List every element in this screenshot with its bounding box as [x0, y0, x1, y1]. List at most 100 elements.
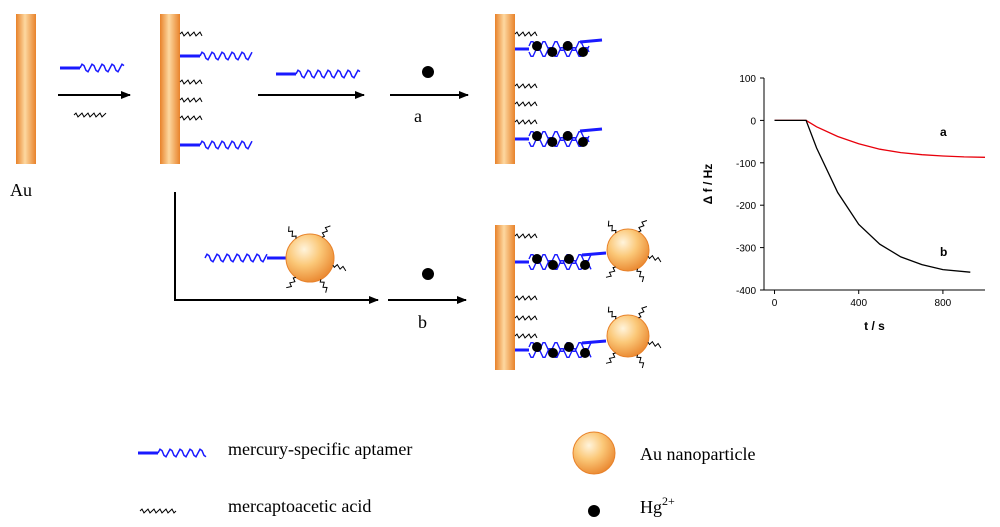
legend-mercury-ion-label: Hg2+	[640, 494, 675, 517]
mercaptoacetic-linker	[514, 315, 538, 321]
hg-aptamer-complex	[515, 342, 592, 358]
gold-nanoparticle	[606, 228, 650, 272]
x-axis-label: t / s	[864, 319, 885, 333]
mercury-ion-dot	[547, 137, 558, 147]
aptamer-strand	[79, 63, 125, 73]
reagent-aptamer-step1	[60, 63, 125, 73]
mercury-ion-dot	[580, 260, 590, 270]
reagent-aptamer-step2	[276, 69, 361, 79]
aptamer-strand	[157, 448, 207, 458]
mercaptoacetic-linker	[605, 266, 616, 278]
legend-mercury-ion-symbol	[588, 505, 600, 517]
mercury-ion-dot-a	[422, 66, 434, 78]
hg-aptamer-complex	[515, 41, 590, 57]
gold-electrode-path-b	[495, 225, 515, 370]
mercury-ion-dot	[562, 41, 573, 51]
legend-linker-shape	[139, 508, 177, 514]
mercury-ion-dot	[564, 254, 574, 264]
aptamer-stub	[579, 38, 603, 44]
gold-electrode-modified	[160, 14, 180, 164]
mercury-ion-dot	[547, 47, 558, 57]
mercaptoacetic-linker	[179, 115, 203, 121]
mercaptoacetic-linker	[607, 306, 617, 320]
electrode-label: Au	[10, 180, 32, 200]
mercaptoacetic-linker	[286, 276, 296, 289]
mercaptoacetic-linker	[514, 119, 538, 125]
mercury-ion-dot	[564, 342, 574, 352]
series-label-a: a	[940, 125, 947, 139]
mercaptoacetic-linker	[319, 279, 328, 293]
reagent-linker-step1	[73, 112, 107, 118]
mercury-ion-dot	[532, 254, 542, 264]
mercaptoacetic-linker	[332, 263, 347, 272]
mercury-ion-dot	[578, 47, 588, 57]
series-line-a	[774, 119, 986, 158]
mercaptoacetic-linker	[607, 220, 617, 234]
aptamer-stub	[581, 339, 607, 345]
aptamer-strand	[204, 253, 268, 263]
y-tick-label: -300	[736, 244, 756, 255]
x-tick-label: 400	[850, 298, 867, 309]
legend-nanoparticle-symbol	[572, 431, 616, 475]
mercaptoacetic-linker	[288, 226, 297, 239]
surface-aptamer	[180, 140, 253, 150]
gold-electrode-bare	[16, 14, 36, 164]
y-tick-label: -100	[736, 159, 756, 170]
mercaptoacetic-linker	[636, 268, 645, 283]
x-tick-label: 0	[772, 298, 778, 309]
mercaptoacetic-linker	[321, 225, 331, 238]
mercaptoacetic-linker	[647, 340, 662, 349]
series-label-b: b	[940, 245, 947, 259]
mercury-ion-dot-b	[422, 268, 434, 280]
step-b-label: b	[418, 312, 427, 332]
legend-nanoparticle-label: Au nanoparticle	[640, 444, 755, 464]
y-axis-label: Δ f / Hz	[701, 164, 715, 205]
mercury-ion-dot	[562, 131, 573, 141]
mercaptoacetic-linker	[514, 101, 538, 107]
bound-nanoparticle	[605, 220, 662, 283]
mercury-ion-dot	[532, 342, 542, 352]
aptamer-strand	[295, 69, 361, 79]
mercury-ion-dot	[548, 348, 558, 358]
step-a-label: a	[414, 106, 422, 126]
legend-aptamer-label: mercury-specific aptamer	[228, 439, 412, 459]
mercaptoacetic-linker	[514, 233, 538, 239]
legend-aptamer-shape	[138, 448, 207, 458]
mercury-ion-dot	[578, 137, 588, 147]
y-tick-label: -200	[736, 201, 756, 212]
mercaptoacetic-linker	[638, 306, 648, 319]
mercaptoacetic-linker	[514, 295, 538, 301]
aptamer-stub	[581, 251, 607, 257]
aptamer-strand	[199, 140, 253, 150]
scheme-molecules	[60, 31, 662, 369]
legend-mercaptoacetic-label: mercaptoacetic acid	[228, 496, 371, 516]
gold-nanoparticle	[285, 233, 335, 283]
arrow-path-b-bend	[174, 192, 379, 304]
mercaptoacetic-linker	[179, 31, 203, 37]
mercaptoacetic-linker	[179, 97, 203, 103]
hg-aptamer-complex	[515, 254, 592, 270]
mercaptoacetic-linker	[636, 354, 645, 369]
mercury-ion-dot	[532, 131, 542, 141]
mercaptoacetic-linker	[179, 79, 203, 85]
legend-aptamer-symbol	[138, 448, 207, 458]
y-tick-label: 0	[750, 116, 756, 127]
y-tick-label: -400	[736, 286, 756, 297]
mercury-ion-dot	[580, 348, 590, 358]
mercaptoacetic-linker	[514, 31, 538, 37]
reagent-aptamer-nanoparticle	[204, 253, 287, 263]
series-line-b	[774, 119, 971, 273]
x-tick-label: 800	[935, 298, 952, 309]
mercaptoacetic-linker	[638, 220, 648, 233]
surface-aptamer	[180, 51, 253, 61]
legend-mercaptoacetic-symbol	[139, 508, 177, 514]
gold-nanoparticle	[606, 314, 650, 358]
bound-nanoparticle	[605, 306, 662, 369]
mercury-ion-dot	[548, 260, 558, 270]
mercury-ion-dot	[532, 41, 542, 51]
hg-aptamer-complex	[515, 131, 590, 147]
mercaptoacetic-linker	[514, 333, 538, 339]
mercaptoacetic-linker	[605, 352, 616, 364]
